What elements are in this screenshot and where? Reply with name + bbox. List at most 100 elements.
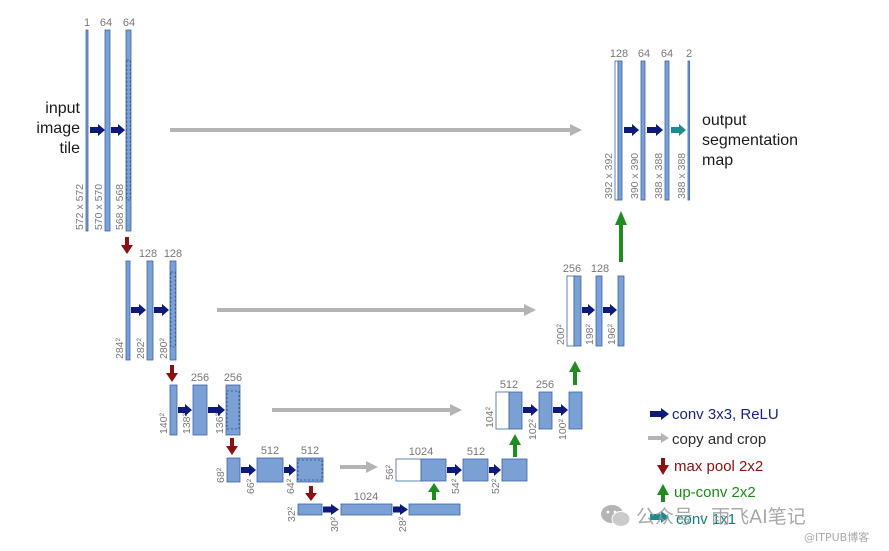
conv-arrow-icon (111, 124, 125, 136)
conv-arrow-icon (523, 404, 538, 416)
feature-size-label: 390 x 390 (629, 153, 641, 199)
channel-count-label: 512 (467, 446, 485, 458)
channel-count-label: 1024 (409, 446, 433, 458)
maxpool-arrow-icon (657, 458, 669, 475)
feature-map-block (226, 457, 241, 483)
conv-arrow-icon (131, 304, 146, 316)
channel-count-label: 512 (261, 445, 279, 457)
legend-label-copy: copy and crop (672, 431, 766, 448)
legend-item-copy: copy and crop (648, 431, 766, 448)
crop-region-outline (226, 390, 240, 430)
conv-arrow-icon (624, 124, 639, 136)
input-label-line-2: image (36, 120, 80, 137)
conv1x1-arrow-icon (650, 511, 669, 523)
feature-size-label: 198² (584, 323, 596, 345)
feature-size-label: 388 x 388 (653, 153, 665, 199)
channel-count-label: 256 (536, 379, 554, 391)
feature-map-block (225, 384, 241, 436)
feature-size-label: 570 x 570 (93, 184, 105, 230)
watermark-main-text: 公众号 · 雨飞AI笔记 (636, 506, 806, 528)
feature-size-label: 32² (286, 506, 298, 522)
channel-count-label: 64 (661, 48, 673, 60)
feature-size-label: 30² (329, 516, 341, 532)
feature-size-label: 138² (181, 412, 193, 434)
feature-size-label: 572 x 572 (74, 184, 86, 230)
conv-arrow-icon (284, 464, 296, 476)
feature-size-label: 68² (215, 467, 227, 483)
legend-item-upconv: up-conv 2x2 (657, 484, 756, 502)
conv-arrow-icon (553, 404, 568, 416)
feature-size-label: 66² (245, 478, 257, 494)
conv-arrow-icon (323, 504, 339, 515)
feature-map-block (664, 60, 670, 201)
feature-map-block (640, 60, 646, 201)
feature-map-block (568, 391, 583, 430)
decoder-level-2: 256 128 200² 198² 196² (555, 263, 625, 347)
conv-arrow-icon (154, 304, 169, 316)
watermark-sub-text: @ITPUB博客 (804, 530, 869, 544)
feature-size-label: 100² (557, 418, 569, 440)
feature-size-label: 56² (384, 464, 396, 480)
legend-label-conv1x1: conv 1x1 (676, 511, 736, 528)
feature-size-label: 392 x 392 (603, 153, 615, 199)
channel-count-label: 128 (591, 263, 609, 275)
feature-map-block (508, 391, 523, 430)
feature-size-label: 280² (158, 337, 170, 359)
conv-arrow-icon (90, 124, 105, 136)
bottleneck-level-5: 1024 32² 30² 28² (286, 491, 461, 532)
feature-map-block (501, 458, 528, 482)
legend-label-conv: conv 3x3, ReLU (672, 406, 779, 423)
encoder-level-4: 512 512 68² 66² 64² (215, 445, 324, 494)
channel-count-label: 128 (164, 248, 182, 260)
channel-count-label: 64 (638, 48, 650, 60)
decoder-level-1: 128 64 64 2 392 x 392 390 x 390 388 x 38… (603, 48, 692, 201)
channel-count-label: 256 (191, 372, 209, 384)
wechat-logo-icon (601, 505, 631, 527)
conv-arrow-icon (489, 464, 501, 476)
feature-size-label: 388 x 388 (676, 153, 688, 199)
copied-feature-block (395, 458, 422, 482)
channel-count-label: 1 (84, 17, 90, 29)
upconv-arrow-icon (509, 434, 521, 457)
channel-count-label: 512 (301, 445, 319, 457)
feature-map-block (125, 29, 132, 232)
conv-arrow-icon (603, 304, 617, 316)
channel-count-label: 256 (224, 372, 242, 384)
input-label-line-1: input (45, 100, 80, 117)
input-label: input image tile (36, 100, 80, 157)
legend-label-maxpool: max pool 2x2 (674, 458, 763, 475)
maxpool-arrow-icon (121, 237, 133, 254)
feature-map-block (538, 391, 553, 430)
output-label: output segmentation map (702, 112, 798, 169)
channel-count-label: 512 (500, 379, 518, 391)
crop-region-outline (126, 59, 131, 201)
feature-map-block (420, 458, 447, 482)
copy-arrow-icon (340, 461, 378, 473)
copied-feature-block (495, 391, 510, 430)
copy-arrow-icon (272, 404, 462, 416)
upconv-arrow-icon (657, 484, 669, 502)
feature-size-label: 104² (484, 406, 496, 428)
conv-arrow-icon (178, 404, 192, 416)
channel-count-label: 128 (139, 248, 157, 260)
crop-region-outline (170, 271, 176, 348)
feature-map-block (104, 29, 111, 232)
legend-item-conv1x1: conv 1x1 (650, 511, 736, 528)
copy-arrow-icon (648, 433, 669, 443)
upconv-arrow-icon (615, 211, 627, 262)
feature-size-label: 568 x 568 (114, 184, 126, 230)
watermark: 公众号 · 雨飞AI笔记 @ITPUB博客 (601, 505, 869, 544)
feature-map-block (617, 275, 625, 347)
conv1x1-arrow-icon (671, 124, 686, 136)
conv-arrow-icon (208, 404, 225, 416)
feature-size-label: 282² (135, 337, 147, 359)
output-label-line-1: output (702, 112, 747, 129)
upconv-arrow-icon (569, 361, 581, 385)
channel-count-label: 256 (563, 263, 581, 275)
feature-map-block (595, 275, 603, 347)
copy-arrow-icon (170, 124, 582, 136)
feature-map-block (169, 384, 178, 436)
feature-map-block (85, 29, 89, 232)
conv-arrow-icon (447, 464, 462, 476)
channel-count-label: 128 (610, 48, 628, 60)
